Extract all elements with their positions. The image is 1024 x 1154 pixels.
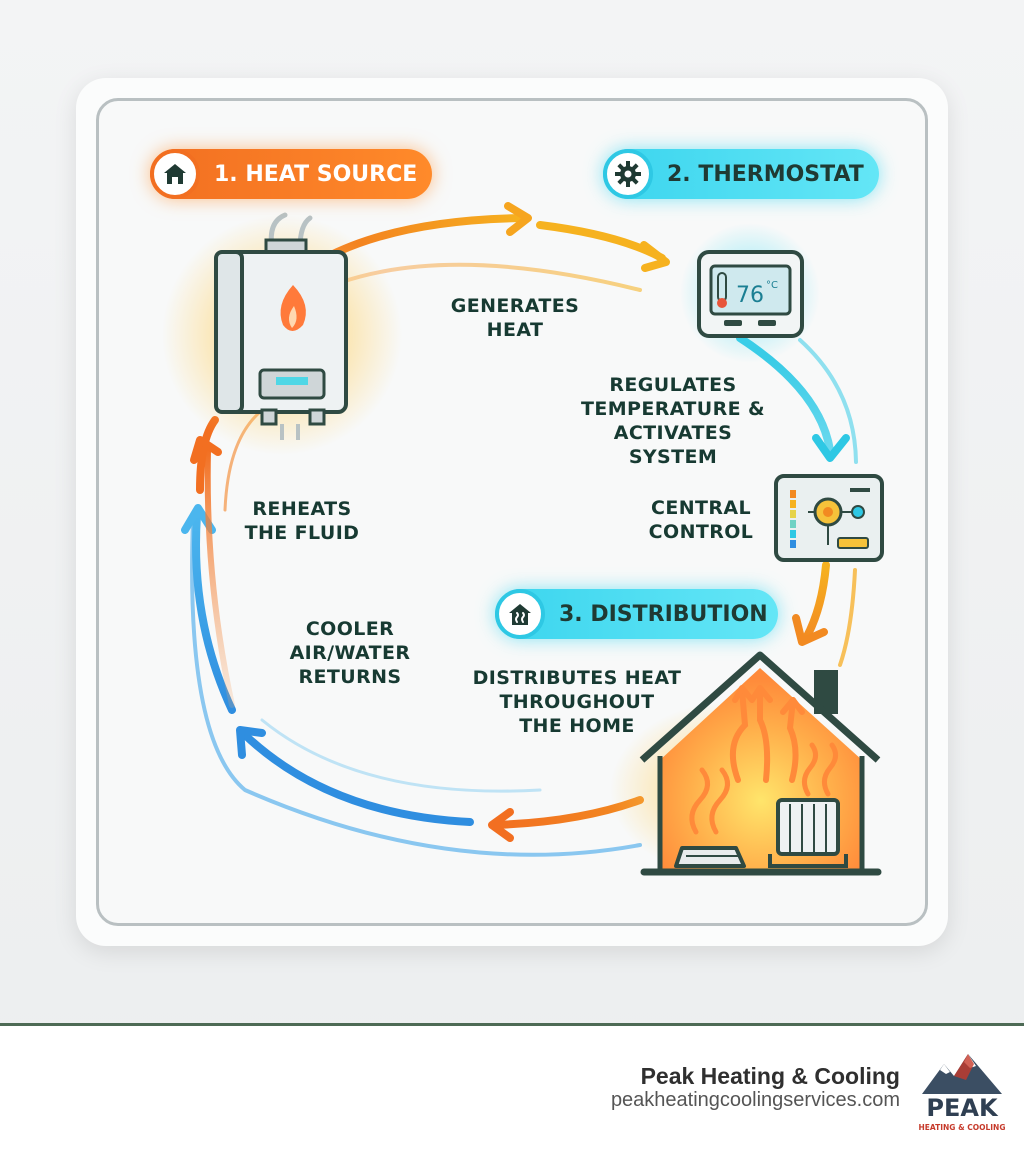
arrow-control-to-house (801, 561, 830, 644)
step-thermostat-label: 2. THERMOSTAT (667, 161, 864, 187)
house-icon (610, 651, 882, 880)
thermostat-temperature: 76 (736, 283, 764, 308)
arrow-thin-right-lower (838, 568, 857, 667)
gear-icon (603, 149, 653, 199)
arrowhead-bottom-blue (236, 726, 266, 759)
arrowhead-top-left (504, 202, 532, 236)
step-thermostat-pill: 2. THERMOSTAT (603, 149, 879, 199)
house-heat-icon (495, 589, 545, 639)
arrow-bottom-blue (241, 731, 474, 826)
thermostat-unit: °C (766, 280, 778, 291)
logo-wordmark: PEAK (926, 1094, 999, 1122)
company-name: Peak Heating & Cooling (640, 1063, 900, 1089)
step-distribution-label: 3. DISTRIBUTION (559, 601, 768, 627)
thermostat-icon: 76 °C (680, 223, 820, 363)
house-icon (150, 149, 200, 199)
arrow-left-blue (192, 511, 236, 714)
footer-divider (0, 1023, 1024, 1026)
arrow-thin-bottom-2 (260, 718, 542, 793)
arrow-thin-bottom (190, 518, 642, 857)
step-distribution-pill: 3. DISTRIBUTION (495, 589, 778, 639)
logo-subtext: HEATING & COOLING (919, 1123, 1006, 1132)
label-distributes-heat: DISTRIBUTES HEAT THROUGHOUT THE HOME (472, 667, 682, 737)
label-cooler-returns: COOLER AIR/WATER RETURNS (289, 618, 411, 688)
company-logo: PEAK HEATING & COOLING (919, 1054, 1006, 1132)
label-regulates-temperature: REGULATES TEMPERATURE & ACTIVATES SYSTEM (581, 374, 765, 468)
footer (0, 1026, 1024, 1154)
step-heat-source-label: 1. HEAT SOURCE (214, 161, 418, 187)
arrow-left-hot (204, 447, 235, 708)
arrow-thin-right-upper (798, 338, 858, 464)
arrowhead-left-hot (190, 436, 222, 464)
boiler-icon (162, 212, 402, 455)
label-central-control: CENTRAL CONTROL (648, 497, 754, 543)
arrowhead-right-lower (792, 614, 828, 646)
label-generates-heat: GENERATES HEAT (450, 295, 580, 341)
arrowhead-top-right (640, 241, 670, 272)
control-panel-icon (774, 474, 884, 562)
arrowhead-bottom-hot (488, 808, 514, 842)
arrowhead-right-upper (812, 434, 850, 462)
company-website: peakheatingcoolingservices.com (610, 1089, 900, 1111)
step-heat-source-pill: 1. HEAT SOURCE (150, 149, 432, 199)
label-reheats-fluid: REHEATS THE FLUID (244, 498, 360, 544)
